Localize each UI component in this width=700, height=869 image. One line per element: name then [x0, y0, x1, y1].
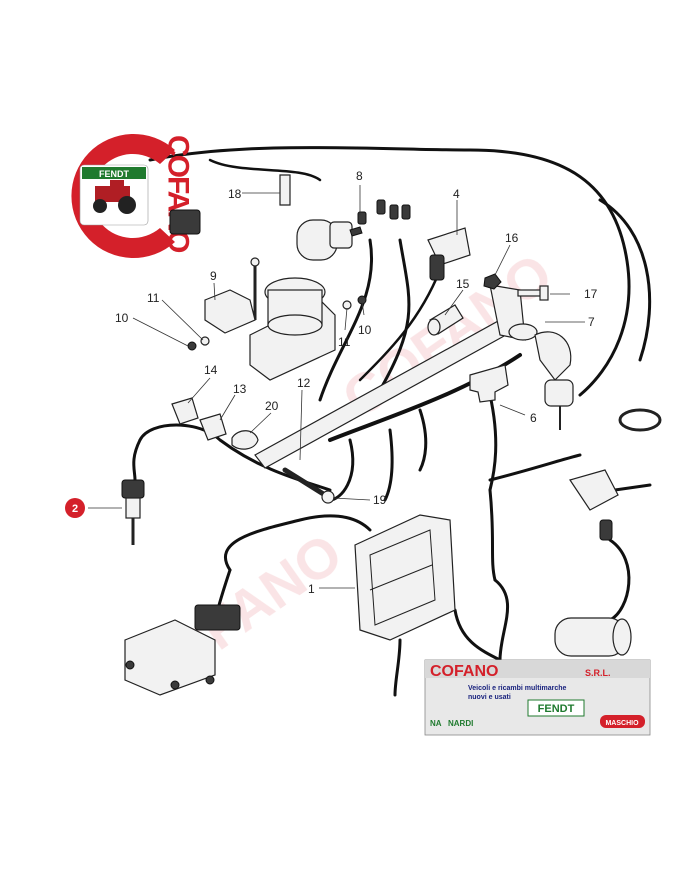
- callout-4: 4: [453, 187, 460, 201]
- sensor-connector: [427, 227, 471, 281]
- callout-9: 9: [210, 269, 217, 283]
- banner-brand-fendt: FENDT: [538, 703, 575, 715]
- callout-18: 18: [228, 187, 242, 201]
- hose-clamp: [618, 408, 662, 432]
- callout-12: 12: [297, 376, 311, 390]
- callout-6: 6: [530, 411, 537, 425]
- callout-8: 8: [356, 169, 363, 183]
- support-bracket: [204, 289, 256, 334]
- banner-company: COFANO: [430, 663, 498, 680]
- banner-line-1: Veicoli e ricambi multimarche: [468, 685, 567, 692]
- screw: [517, 285, 549, 301]
- terminal-connectors: [357, 199, 411, 225]
- speed-sensor: [569, 469, 619, 541]
- callout-7: 7: [588, 315, 595, 329]
- callout-labels: 1 2 4 6 7 8 9 10 10 11 11 12 13 14 15 16…: [65, 169, 598, 596]
- control-unit: [354, 514, 456, 641]
- tractor-icon: [93, 180, 136, 214]
- nut-and-washer-right: [342, 295, 367, 310]
- banner-line-2: nuovi e usati: [468, 694, 511, 701]
- callout-2-highlight: [65, 498, 85, 518]
- callout-14: 14: [204, 363, 218, 377]
- logo-badge-brand: FENDT: [99, 169, 129, 179]
- actuator-module: [124, 604, 241, 696]
- callout-1: 1: [308, 582, 315, 596]
- connector-plate: [279, 174, 291, 206]
- elbow-connector: [534, 331, 574, 430]
- leader-lines: [88, 185, 585, 589]
- nut: [483, 273, 502, 290]
- callout-20: 20: [265, 399, 279, 413]
- callout-13: 13: [233, 382, 247, 396]
- tee-connector: [469, 364, 509, 403]
- banner-brand-na: NA: [430, 719, 442, 728]
- callout-11-left: 11: [147, 291, 160, 305]
- callout-16: 16: [505, 231, 519, 245]
- banner-brand-nardi: NARDI: [448, 719, 473, 728]
- solenoid-relay: [296, 219, 363, 261]
- mounting-bracket: [254, 284, 538, 469]
- callout-15: 15: [456, 277, 470, 291]
- nut-and-washer-left: [187, 336, 210, 351]
- electric-motor: [554, 617, 632, 657]
- callout-17: 17: [584, 287, 598, 301]
- cable-clip: [231, 430, 259, 450]
- inline-resistor-13: [199, 413, 227, 441]
- logo-vertical-brand: COFANO: [162, 135, 195, 253]
- callout-19: 19: [373, 493, 387, 507]
- bolt: [282, 467, 335, 504]
- callout-10-left: 10: [115, 311, 129, 325]
- cofano-banner: COFANO S.R.L. Veicoli e ricambi multimar…: [424, 659, 651, 736]
- temperature-sensor: [121, 479, 145, 545]
- inline-resistor-14: [171, 397, 199, 425]
- cofano-logo: FENDT COFANO: [71, 134, 201, 258]
- throttle-body: [249, 257, 336, 381]
- banner-brand-maschio: MASCHIO: [605, 720, 639, 727]
- callout-2: 2: [72, 503, 78, 515]
- resistor-cylinder: [427, 304, 464, 336]
- callout-11-right: 11: [338, 335, 351, 349]
- banner-suffix: S.R.L.: [585, 668, 611, 678]
- callout-10-right: 10: [358, 323, 372, 337]
